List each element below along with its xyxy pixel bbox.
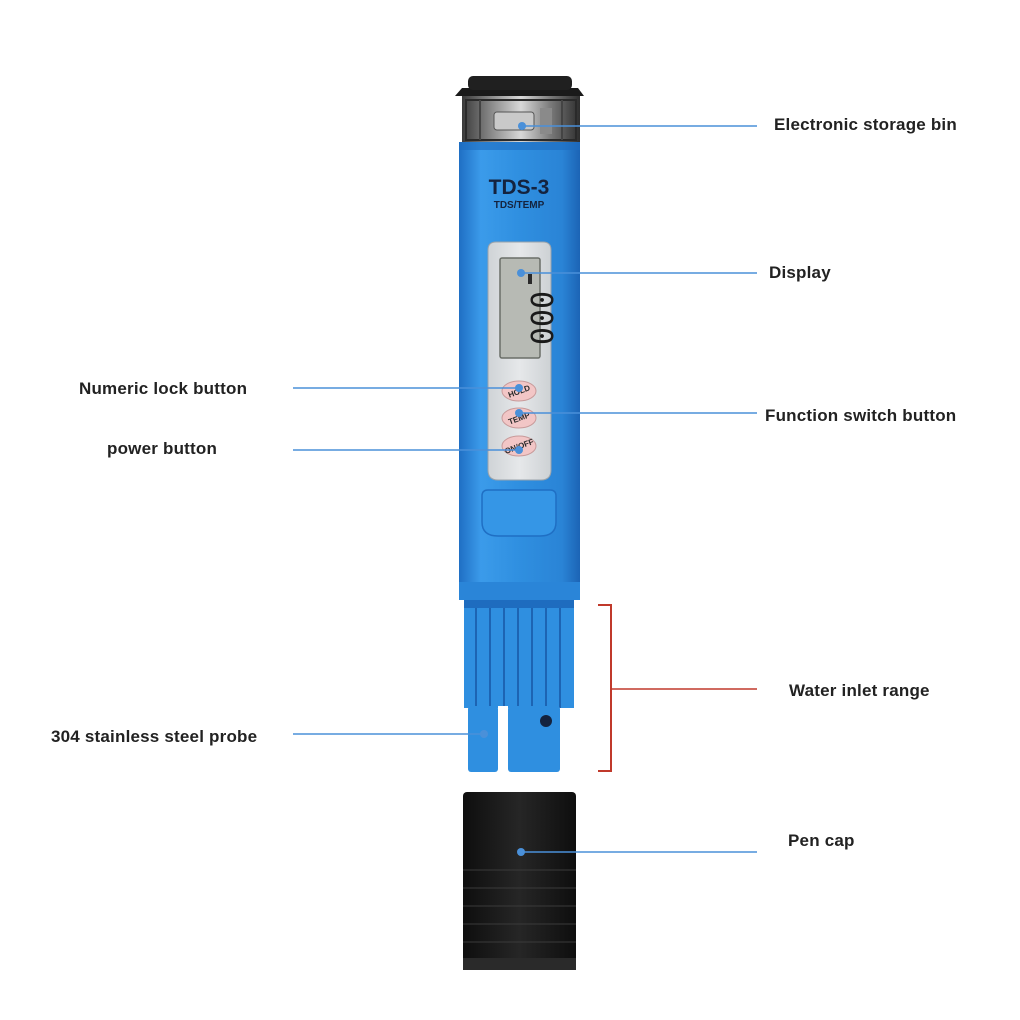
electronic-storage-bin xyxy=(455,76,584,144)
leader-power xyxy=(293,446,523,454)
hold-button[interactable]: HOLD xyxy=(501,380,537,402)
lcd-display: 000 xyxy=(499,257,558,359)
label-storage-bin: Electronic storage bin xyxy=(774,115,957,134)
label-display: Display xyxy=(769,263,831,282)
label-power: power button xyxy=(107,439,217,458)
label-function-switch: Function switch button xyxy=(765,406,956,425)
leader-storage-bin xyxy=(518,122,757,130)
label-water-inlet: Water inlet range xyxy=(789,681,930,700)
ribbed-probe-housing xyxy=(464,600,574,708)
stainless-steel-probe xyxy=(468,706,560,772)
leader-numeric-lock xyxy=(293,384,523,392)
label-probe: 304 stainless steel probe xyxy=(51,727,257,746)
label-numeric-lock: Numeric lock button xyxy=(79,379,247,398)
label-pen-cap: Pen cap xyxy=(788,831,855,850)
leader-function-switch xyxy=(515,409,757,417)
lcd-reading: 000 xyxy=(523,291,558,345)
water-inlet-bracket xyxy=(598,604,757,772)
model-subtitle: TDS/TEMP xyxy=(494,200,545,211)
pen-cap xyxy=(463,792,576,970)
leader-probe xyxy=(293,730,488,738)
model-name: TDS-3 xyxy=(489,176,550,199)
leader-display xyxy=(517,269,757,277)
grip-recess xyxy=(481,489,557,537)
leader-pen-cap xyxy=(517,848,757,856)
